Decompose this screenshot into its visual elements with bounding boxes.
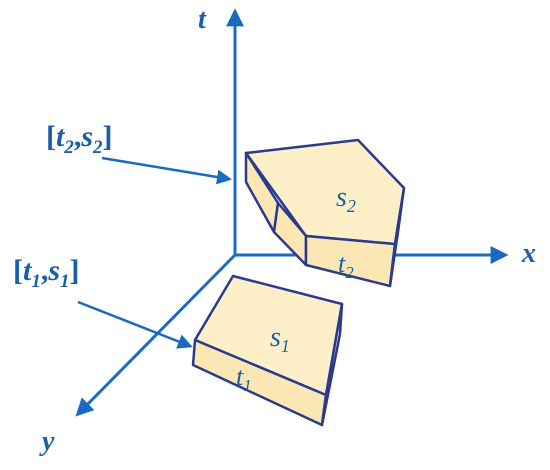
y-axis [75,253,237,417]
y-axis-label: y [39,426,55,457]
upper-callout-label: [t2,s2] [46,120,113,158]
lower-callout-label: [t1,s1] [13,254,80,292]
upper-block-top-label: s2 [336,182,356,216]
upper-callout-arrow [101,156,232,185]
lower-block [191,274,344,427]
lower-block-top-label: s1 [270,322,290,356]
t-axis-label: t [198,4,207,35]
lower-block-side-label: t1 [236,362,252,395]
x-axis-label: x [521,238,536,269]
upper-block-side-face [388,186,406,288]
lower-callout-arrow [77,300,193,349]
upper-block-side-label: t2 [338,249,354,282]
lower-block-right-face [320,302,344,427]
upper-block [244,138,406,288]
